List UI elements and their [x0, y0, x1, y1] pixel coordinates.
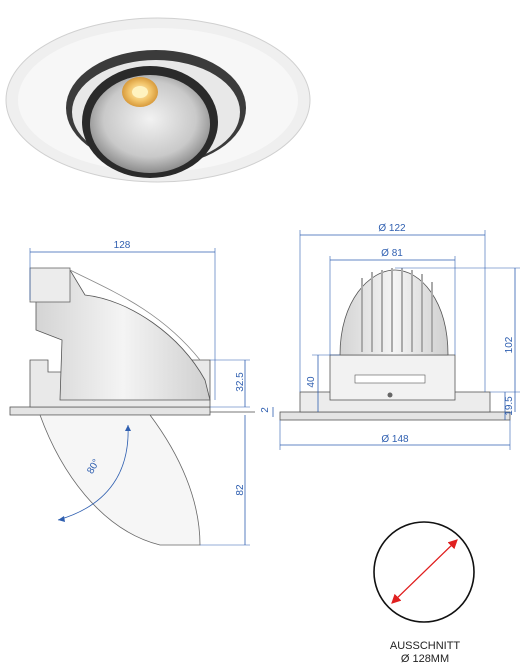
product-photo [5, 17, 311, 183]
cutout-label: AUSSCHNITT [389, 640, 461, 652]
cutout-symbol [373, 521, 475, 623]
front-view [279, 230, 520, 450]
dim-width-128: 128 [114, 240, 131, 251]
dim-height-102: 102 [504, 336, 515, 353]
dim-depth-82: 82 [235, 484, 246, 496]
dim-diameter-81: Ø 81 [381, 248, 403, 259]
dim-height-32-5: 32.5 [235, 372, 246, 392]
dim-flange-2: 2 [260, 407, 271, 413]
dim-diameter-148: Ø 148 [381, 434, 409, 445]
cutout-diameter: Ø 128MM [400, 653, 450, 665]
dim-height-40: 40 [306, 376, 317, 388]
side-view [9, 248, 274, 546]
dim-height-19-5: 19.5 [504, 396, 515, 416]
dim-diameter-122: Ø 122 [378, 223, 406, 234]
